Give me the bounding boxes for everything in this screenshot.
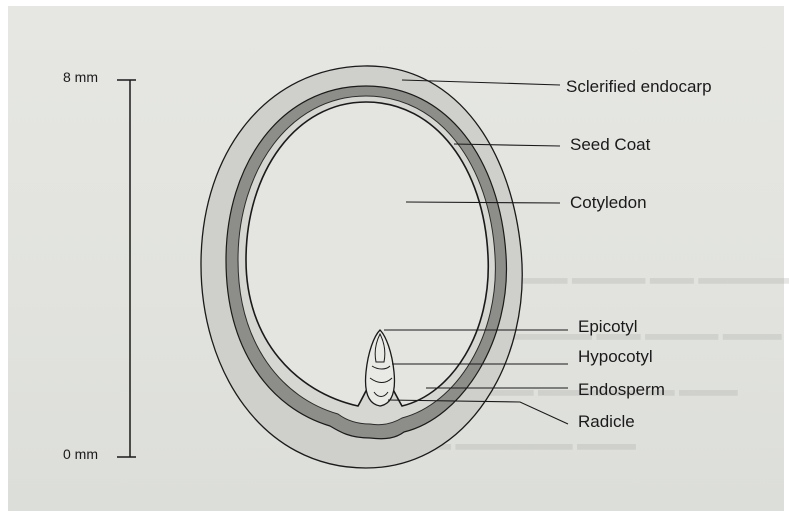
structure-labels: Sclerified endocarp Seed Coat Cotyledon … xyxy=(566,77,712,431)
label-sclerified-endocarp: Sclerified endocarp xyxy=(566,77,712,96)
label-seed-coat: Seed Coat xyxy=(570,135,651,154)
scale-bar-top-label: 8 mm xyxy=(63,69,98,85)
scale-bar: 8 mm 0 mm xyxy=(63,69,136,462)
seed-cross-section xyxy=(201,66,522,468)
scale-bar-bottom-label: 0 mm xyxy=(63,446,98,462)
label-hypocotyl: Hypocotyl xyxy=(578,347,653,366)
label-cotyledon: Cotyledon xyxy=(570,193,647,212)
label-endosperm: Endosperm xyxy=(578,380,665,399)
label-radicle: Radicle xyxy=(578,412,635,431)
label-epicotyl: Epicotyl xyxy=(578,317,638,336)
